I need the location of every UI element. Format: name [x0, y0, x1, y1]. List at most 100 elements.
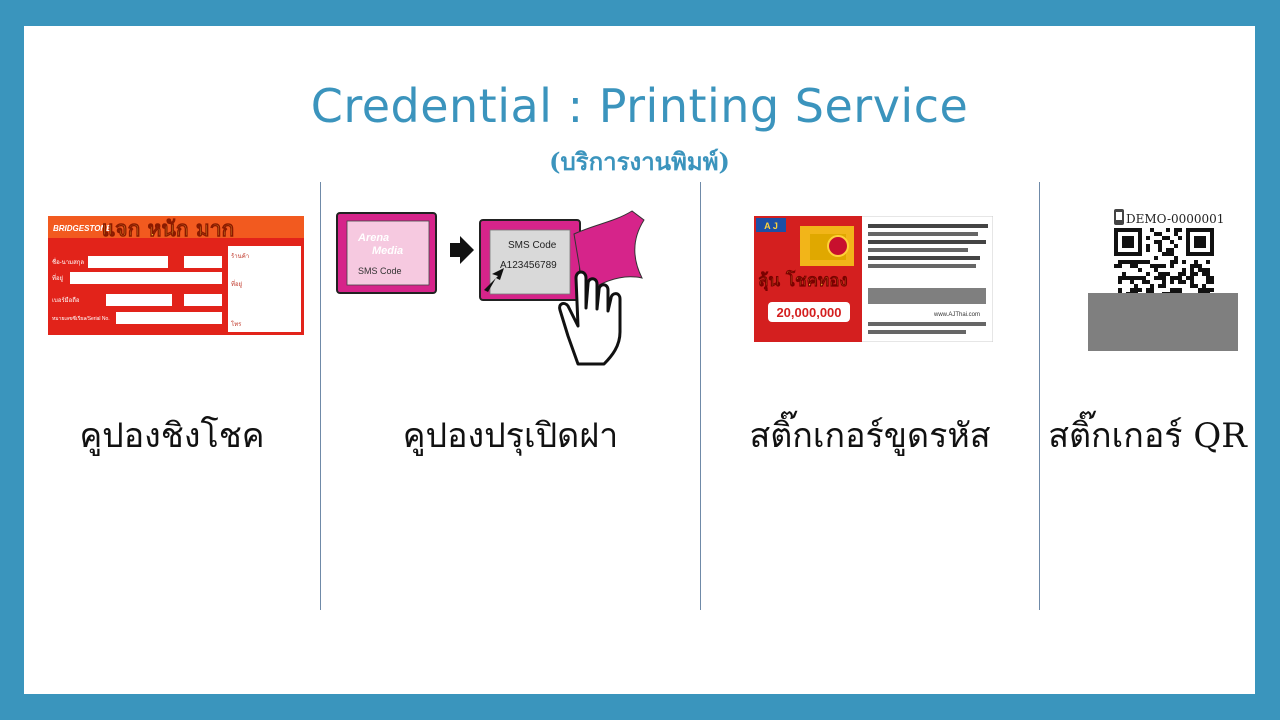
hand-pointer-icon: [558, 270, 622, 366]
qr-module: [1202, 284, 1206, 288]
qr-module: [1158, 240, 1162, 244]
qr-module: [1118, 288, 1122, 292]
qr-module: [1194, 272, 1198, 276]
qr-module: [1170, 264, 1174, 268]
qr-module: [1174, 256, 1178, 260]
qr-module: [1146, 260, 1150, 264]
item-label: คูปองปรุเปิดฝา: [402, 416, 619, 456]
qr-module: [1202, 288, 1206, 292]
qr-module: [1138, 268, 1142, 272]
qr-module: [1170, 240, 1174, 244]
qr-module: [1162, 252, 1166, 256]
qr-module: [1178, 276, 1182, 280]
slide-title: Credential : Printing Service: [310, 79, 969, 133]
qr-module: [1158, 248, 1162, 252]
coupon-headline: แจก หนัก มาก: [102, 216, 234, 241]
qr-module: [1166, 228, 1170, 232]
column-divider: [320, 182, 321, 610]
qr-module: [1170, 260, 1174, 264]
coupon-field-label: ที่อยู่: [231, 280, 242, 288]
qr-module: [1170, 276, 1174, 280]
coupon-field-label: เบอร์มือถือ: [52, 296, 80, 304]
qr-module: [1198, 268, 1202, 272]
qr-module: [1162, 264, 1166, 268]
qr-module: [1194, 264, 1198, 268]
item-label: คูปองชิงโชค: [79, 416, 265, 456]
coupon-field-label: หมายเลขซีเรียล/Serial No.: [52, 315, 110, 322]
qr-module: [1150, 284, 1154, 288]
qr-demo-code: DEMO-0000001: [1126, 212, 1224, 226]
peeled-flap: [573, 210, 645, 295]
qr-module: [1154, 276, 1158, 280]
qr-module: [1142, 280, 1146, 284]
qr-module: [1130, 264, 1134, 268]
qr-module: [1170, 252, 1174, 256]
qr-module: [1166, 272, 1170, 276]
column-divider: [700, 182, 701, 610]
qr-module: [1130, 280, 1134, 284]
qr-module: [1126, 260, 1130, 264]
qr-module: [1186, 276, 1190, 280]
qr-module: [1126, 276, 1130, 280]
slide-subtitle: (บริการงานพิมพ์): [549, 147, 730, 176]
coupon-brand: BRIDGESTONE: [53, 224, 112, 233]
scratch-area: [868, 288, 986, 304]
qr-module: [1190, 264, 1194, 268]
qr-module: [1194, 284, 1198, 288]
qr-module: [1210, 276, 1214, 280]
qr-module: [1182, 280, 1186, 284]
qr-module: [1190, 272, 1194, 276]
qr-module: [1118, 264, 1122, 268]
qr-module: [1130, 288, 1134, 292]
qr-module: [1134, 276, 1138, 280]
column-divider: [1039, 182, 1040, 610]
qr-module: [1170, 248, 1174, 252]
qr-module: [1158, 272, 1162, 276]
qr-module: [1146, 280, 1150, 284]
qr-module: [1158, 264, 1162, 268]
item-label: สติ๊กเกอร์ QR: [1048, 416, 1247, 456]
qr-module: [1130, 260, 1134, 264]
peel-coupon-image: Arena Media SMS Code SMS Code A123456789: [336, 210, 645, 366]
qr-module: [1154, 268, 1158, 272]
qr-module: [1122, 260, 1126, 264]
qr-module: [1138, 260, 1142, 264]
qr-module: [1174, 276, 1178, 280]
qr-module: [1178, 228, 1182, 232]
coupon-field-label: ชื่อ-นามสกุล: [52, 258, 84, 266]
qr-module: [1130, 276, 1134, 280]
qr-module: [1122, 236, 1134, 248]
coupon-field-label: ที่อยู่: [52, 274, 63, 282]
qr-module: [1118, 260, 1122, 264]
qr-module: [1142, 276, 1146, 280]
qr-module: [1206, 276, 1210, 280]
qr-module: [1134, 260, 1138, 264]
qr-module: [1118, 280, 1122, 284]
qr-module: [1162, 272, 1166, 276]
qr-module: [1162, 280, 1166, 284]
qr-module: [1162, 284, 1166, 288]
qr-module: [1158, 232, 1162, 236]
qr-module: [1158, 284, 1162, 288]
qr-module: [1122, 276, 1126, 280]
qr-module: [1198, 288, 1202, 292]
sticker-brand: A J: [764, 221, 778, 231]
qr-module: [1170, 288, 1174, 292]
coupon-field-label: ร้านค้า: [231, 253, 249, 260]
card-text-3: SMS Code: [358, 266, 402, 276]
lucky-draw-coupon-image: BRIDGESTONE แจก หนัก มาก ชื่อ-นามสกุล ที…: [48, 216, 304, 335]
qr-module: [1118, 276, 1122, 280]
qr-module: [1166, 236, 1170, 240]
qr-module: [1146, 272, 1150, 276]
qr-module: [1190, 284, 1194, 288]
qr-module: [1178, 288, 1182, 292]
qr-module: [1158, 244, 1162, 248]
qr-module: [1150, 264, 1154, 268]
qr-module: [1210, 280, 1214, 284]
qr-module: [1174, 244, 1178, 248]
qr-module: [1166, 252, 1170, 256]
qr-module: [1138, 288, 1142, 292]
qr-module: [1194, 236, 1206, 248]
qr-module: [1206, 288, 1210, 292]
qr-module: [1190, 280, 1194, 284]
